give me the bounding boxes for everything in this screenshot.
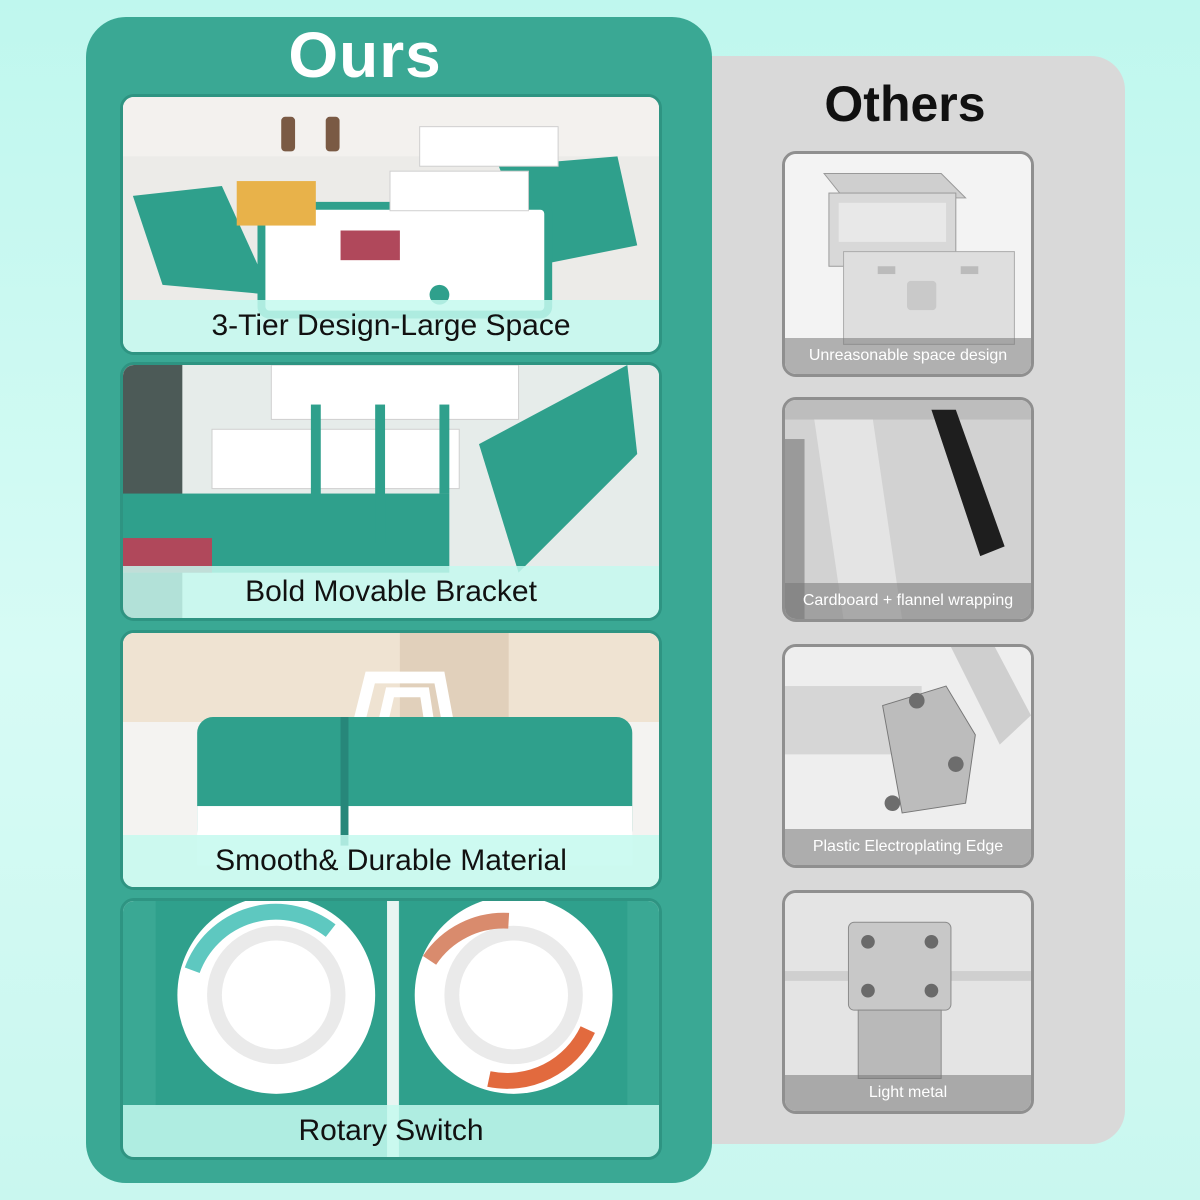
ours-caption-1: 3-Tier Design-Large Space xyxy=(123,300,659,352)
carry-handle-image xyxy=(123,633,659,887)
cardboard-closeup-image xyxy=(785,400,1031,619)
ours-card-rotary: Rotary Switch xyxy=(120,898,662,1160)
others-card-metal: Light metal xyxy=(782,890,1034,1114)
ours-title: Ours xyxy=(288,19,442,91)
others-card-cardboard: Cardboard + flannel wrapping xyxy=(782,397,1034,622)
others-caption-2: Cardboard + flannel wrapping xyxy=(785,583,1031,619)
others-caption-3: Plastic Electroplating Edge xyxy=(785,829,1031,865)
electroplated-corner-image xyxy=(785,647,1031,865)
others-caption-4: Light metal xyxy=(785,1075,1031,1111)
ours-card-bracket: Bold Movable Bracket xyxy=(120,362,662,621)
three-tier-box-image xyxy=(123,97,659,352)
others-caption-1: Unreasonable space design xyxy=(785,338,1031,374)
others-title: Others xyxy=(824,76,986,132)
others-card-edge: Plastic Electroplating Edge xyxy=(782,644,1034,868)
ours-caption-3: Smooth& Durable Material xyxy=(123,835,659,887)
ours-caption-2: Bold Movable Bracket xyxy=(123,566,659,618)
ours-card-material: Smooth& Durable Material xyxy=(120,630,662,890)
ours-caption-4: Rotary Switch xyxy=(123,1105,659,1157)
others-card-space-design: Unreasonable space design xyxy=(782,151,1034,377)
aluminum-case-image xyxy=(785,154,1031,374)
ours-card-3-tier: 3-Tier Design-Large Space xyxy=(120,94,662,355)
metal-latch-image xyxy=(785,893,1031,1111)
